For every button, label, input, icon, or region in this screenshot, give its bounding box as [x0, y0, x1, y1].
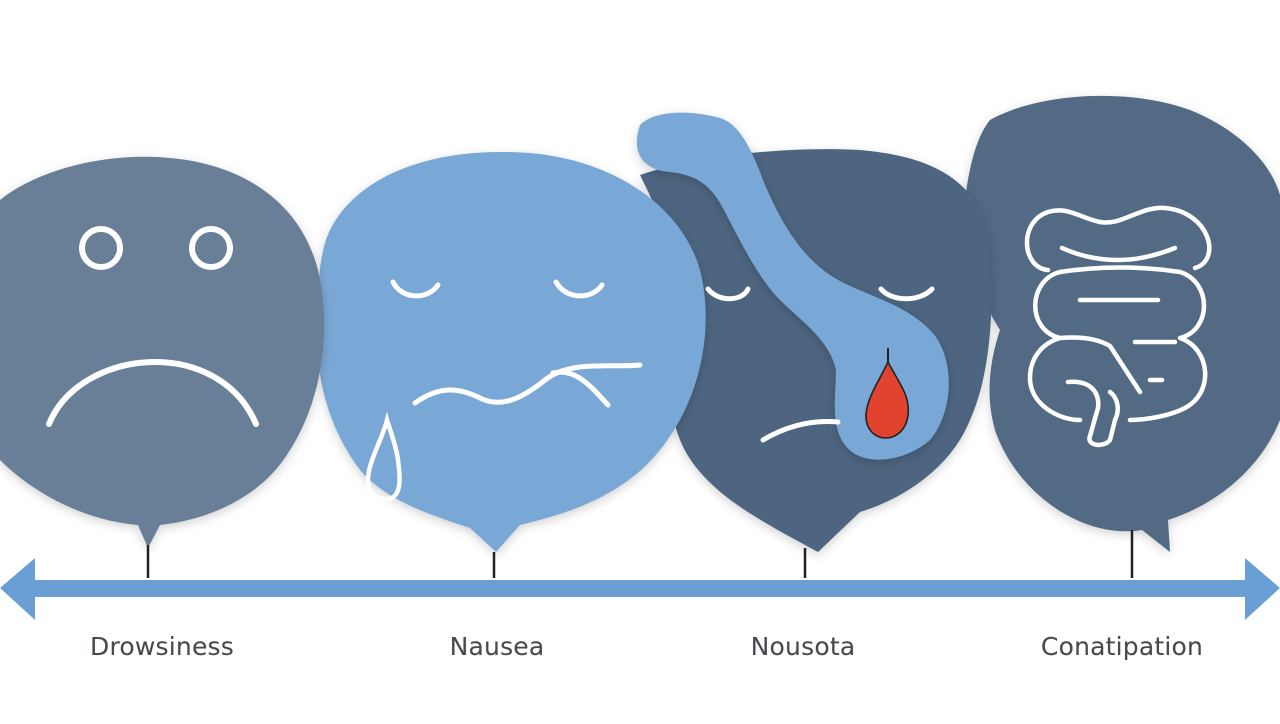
bubble-drowsiness	[0, 156, 325, 548]
timeline-axis	[0, 558, 1280, 620]
label-nousota: Nousota	[750, 632, 856, 661]
label-drowsiness: Drowsiness	[90, 632, 234, 661]
label-constipation: Conatipation	[1040, 632, 1204, 661]
queasy-face-tear-icon	[365, 279, 643, 502]
sleepy-face-blood-drop-icon	[705, 286, 935, 443]
blood-drop-icon	[865, 360, 910, 439]
bubble-constipation	[964, 95, 1280, 553]
bubble-nausea	[317, 151, 706, 552]
sad-face-icon	[46, 226, 259, 427]
label-nausea: Nausea	[449, 632, 545, 661]
arrow-left-icon	[0, 558, 35, 620]
intestine-icon	[1024, 205, 1212, 448]
arrow-right-icon	[1245, 558, 1280, 620]
tear-stream	[636, 112, 949, 460]
